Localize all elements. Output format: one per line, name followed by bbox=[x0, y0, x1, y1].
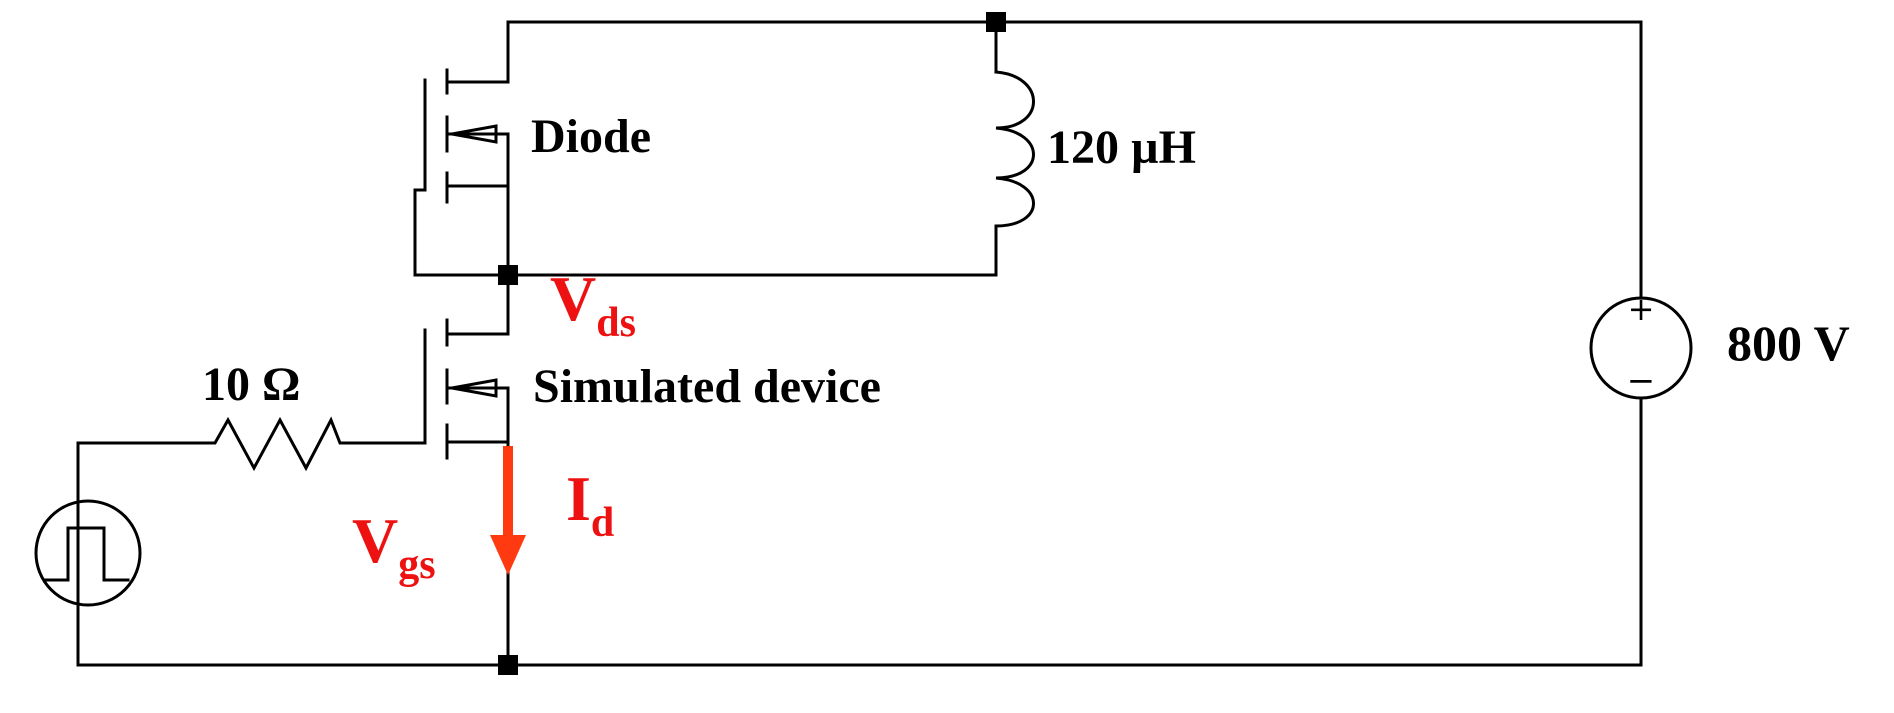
simulated-mosfet bbox=[423, 273, 510, 667]
drain-current-arrow bbox=[490, 446, 526, 575]
pulse-source bbox=[34, 441, 142, 667]
vgs-label: Vgs bbox=[352, 505, 436, 588]
vds-label: Vds bbox=[550, 263, 636, 346]
node-bottom bbox=[498, 655, 518, 675]
vgs-subscript: gs bbox=[398, 542, 435, 588]
id-label: Id bbox=[566, 463, 614, 546]
vds-subscript: ds bbox=[596, 300, 636, 346]
diode-label: Diode bbox=[531, 110, 651, 163]
device-label: Simulated device bbox=[533, 360, 881, 413]
dc-voltage-source: + − bbox=[1589, 290, 1693, 401]
minus-sign: − bbox=[1627, 361, 1656, 401]
junction-nodes bbox=[498, 12, 1006, 675]
node-top bbox=[986, 12, 1006, 32]
diode-mosfet bbox=[413, 20, 998, 277]
id-main: I bbox=[566, 463, 591, 534]
inductor bbox=[506, 20, 1035, 277]
vgs-main: V bbox=[352, 505, 398, 576]
gate-resistor bbox=[76, 416, 427, 472]
source-voltage-label: 800 V bbox=[1727, 315, 1850, 371]
circuit-wires bbox=[76, 20, 1643, 667]
id-subscript: d bbox=[591, 500, 614, 546]
inductance-label: 120 µH bbox=[1047, 121, 1196, 174]
resistance-label: 10 Ω bbox=[202, 358, 300, 411]
node-mid bbox=[498, 265, 518, 285]
vds-main: V bbox=[550, 263, 596, 334]
plus-sign: + bbox=[1628, 290, 1655, 328]
